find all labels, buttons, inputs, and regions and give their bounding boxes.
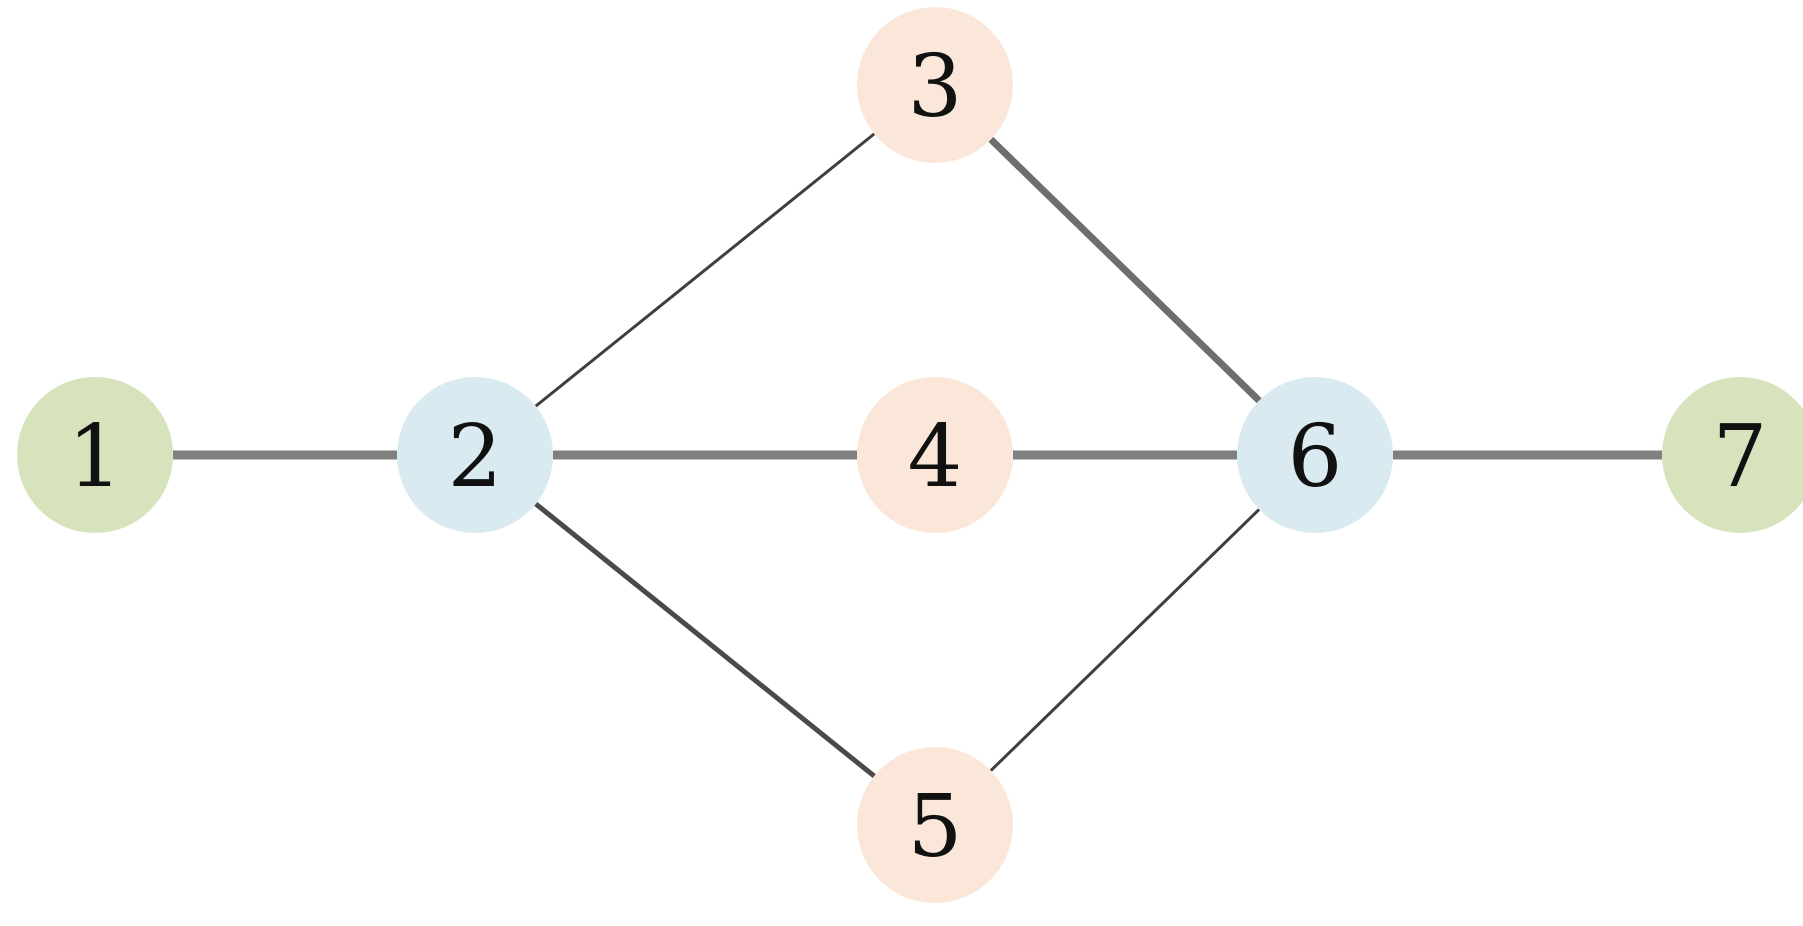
graph-edge-5-6 — [989, 508, 1261, 772]
node-circle-7[interactable] — [1662, 377, 1803, 533]
graph-edge-2-3 — [534, 132, 876, 408]
graph-node-3[interactable]: 3 — [857, 7, 1013, 163]
graph-edge-2-5 — [534, 501, 876, 779]
node-label-2: 2 — [448, 407, 503, 507]
graph-node-5[interactable]: 5 — [857, 747, 1013, 903]
graph-node-4[interactable]: 4 — [857, 377, 1013, 533]
graph-edge-3-6 — [988, 136, 1262, 404]
node-label-6: 6 — [1288, 407, 1343, 507]
node-label-4: 4 — [908, 407, 963, 507]
node-circle-1[interactable] — [17, 377, 173, 533]
graph-node-2[interactable]: 2 — [397, 377, 553, 533]
node-circle-3[interactable] — [857, 7, 1013, 163]
node-layer: 1 2 3 4 5 6 7 — [17, 7, 1803, 903]
node-circle-5[interactable] — [857, 747, 1013, 903]
node-label-5: 5 — [908, 777, 963, 877]
node-circle-6[interactable] — [1237, 377, 1393, 533]
node-label-3: 3 — [908, 37, 963, 137]
node-label-1: 1 — [68, 407, 123, 507]
graph-node-1[interactable]: 1 — [17, 377, 173, 533]
node-circle-2[interactable] — [397, 377, 553, 533]
node-circle-4[interactable] — [857, 377, 1013, 533]
graph-node-7[interactable]: 7 — [1662, 377, 1803, 533]
graph-node-6[interactable]: 6 — [1237, 377, 1393, 533]
node-label-7: 7 — [1713, 407, 1768, 507]
edge-layer — [173, 132, 1662, 779]
